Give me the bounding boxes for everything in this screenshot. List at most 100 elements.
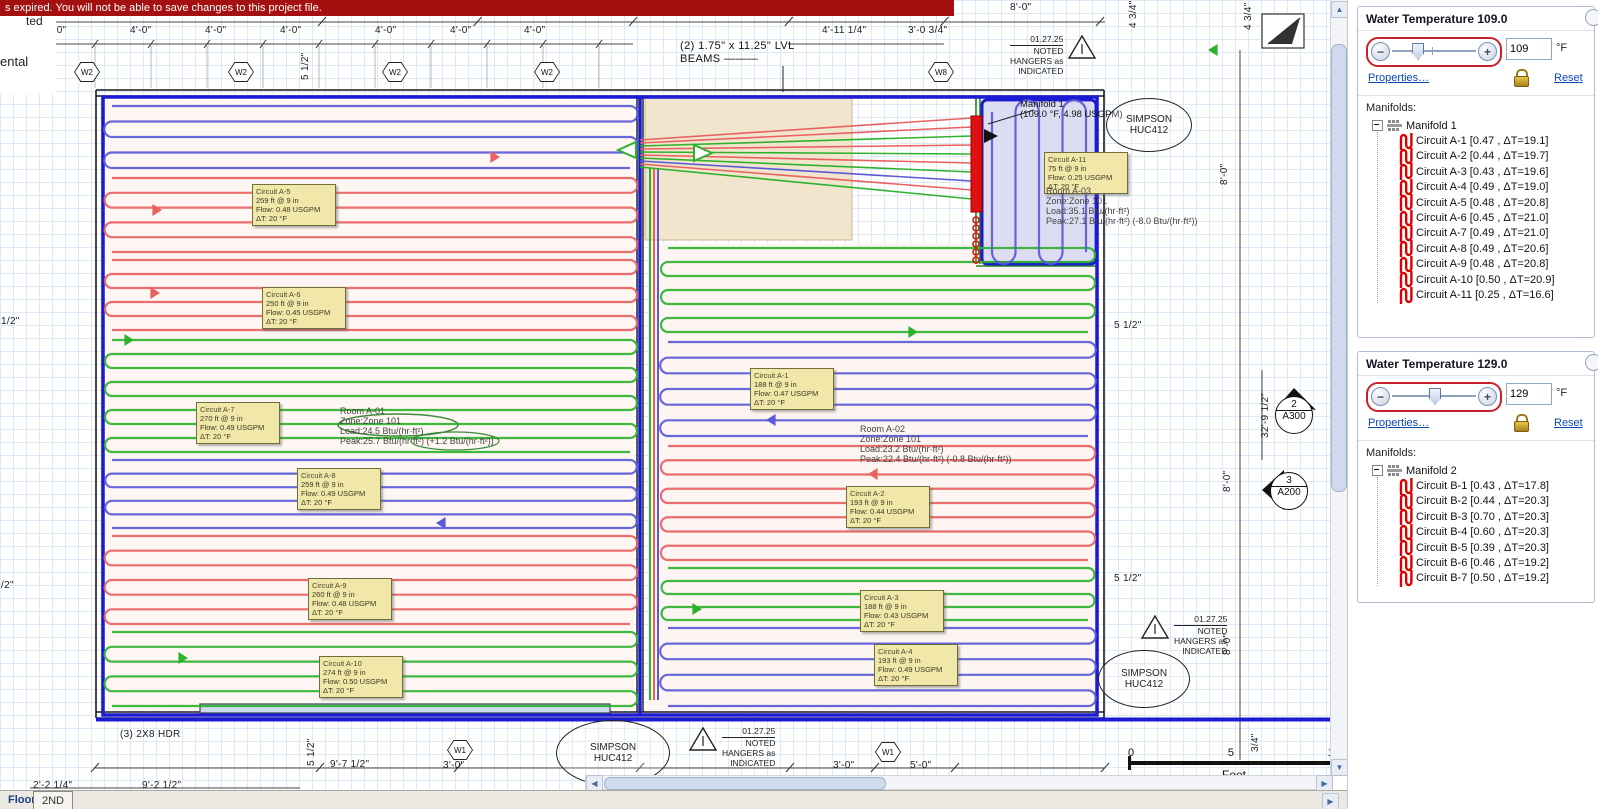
unit-label: °F	[1556, 42, 1568, 54]
drawing-canvas[interactable]: 8'-0"8'-0"8'-0"8'-0"8'-0"4 3/4"4 3/4"4'-…	[0, 0, 1330, 790]
circuit-icon	[1399, 539, 1413, 557]
manifold-node[interactable]: Manifold 1	[1358, 118, 1594, 133]
circuit-node[interactable]: Circuit A-8 [0.49 , ΔT=20.6]	[1358, 240, 1594, 258]
circuit-node[interactable]: Circuit B-1 [0.43 , ΔT=17.8]	[1358, 477, 1594, 495]
circuit-node[interactable]: Circuit A-11 [0.25 , ΔT=16.6]	[1358, 286, 1594, 304]
tab-2nd[interactable]: 2ND	[33, 791, 74, 809]
lock-icon[interactable]	[1514, 414, 1529, 432]
slider-track[interactable]	[1392, 50, 1476, 52]
circuit-icon	[1399, 255, 1413, 273]
slider-thumb[interactable]	[1412, 43, 1425, 60]
scroll-down-button[interactable]: ▼	[1331, 759, 1348, 776]
circuit-node[interactable]: Circuit A-3 [0.43 , ΔT=19.6]	[1358, 163, 1594, 181]
fragment-text: ted	[26, 14, 43, 28]
tree-guide-line	[1377, 130, 1378, 303]
circuit-icon	[1399, 554, 1413, 572]
pin-icon[interactable]	[1585, 354, 1598, 371]
circuit-label: Circuit B-2 [0.44 , ΔT=20.3]	[1416, 495, 1549, 508]
circuit-label: Circuit A-11 [0.25 , ΔT=16.6]	[1416, 288, 1554, 301]
slider-decrease-button[interactable]: −	[1371, 42, 1390, 61]
scroll-up-button[interactable]: ▲	[1331, 1, 1348, 18]
circuit-icon	[1399, 209, 1413, 227]
vertical-scroll-thumb[interactable]	[1331, 44, 1347, 492]
circuit-label: Circuit A-9 [0.48 , ΔT=20.8]	[1416, 258, 1549, 271]
circuit-label: Circuit A-5 [0.48 , ΔT=20.8]	[1416, 196, 1549, 209]
horizontal-scrollbar[interactable]: ◀ ▶	[585, 775, 1333, 792]
circuit-node[interactable]: Circuit A-6 [0.45 , ΔT=21.0]	[1358, 209, 1594, 227]
scale-tick-0: 0	[1128, 747, 1135, 759]
unit-label: °F	[1556, 387, 1568, 399]
manifolds-label: Manifolds:	[1366, 102, 1417, 114]
circuit-node[interactable]: Circuit A-7 [0.49 , ΔT=21.0]	[1358, 224, 1594, 242]
collapse-icon[interactable]	[1372, 120, 1383, 132]
circuit-label: Circuit B-3 [0.70 , ΔT=20.3]	[1416, 510, 1549, 523]
circuit-label: Circuit B-6 [0.46 , ΔT=19.2]	[1416, 557, 1549, 570]
circuit-node[interactable]: Circuit A-1 [0.47 , ΔT=19.1]	[1358, 132, 1594, 150]
circuit-label: Circuit A-6 [0.45 , ΔT=21.0]	[1416, 212, 1549, 225]
circuit-label: Circuit A-3 [0.43 , ΔT=19.6]	[1416, 165, 1549, 178]
temperature-input[interactable]	[1506, 38, 1552, 60]
circuit-label: Circuit B-5 [0.39 , ΔT=20.3]	[1416, 541, 1549, 554]
circuit-node[interactable]: Circuit B-4 [0.60 , ΔT=20.3]	[1358, 523, 1594, 541]
circuit-node[interactable]: Circuit B-2 [0.44 , ΔT=20.3]	[1358, 492, 1594, 510]
section-title: Water Temperature 109.0	[1358, 7, 1594, 31]
circuit-node[interactable]: Circuit B-7 [0.50 , ΔT=19.2]	[1358, 569, 1594, 587]
circuit-icon	[1399, 132, 1413, 150]
fragment-text: ental	[0, 54, 29, 69]
circuit-node[interactable]: Circuit A-4 [0.49 , ΔT=19.0]	[1358, 178, 1594, 196]
slider-increase-button[interactable]: +	[1478, 42, 1497, 61]
lock-icon[interactable]	[1514, 69, 1529, 87]
properties-link[interactable]: Properties…	[1368, 417, 1430, 429]
circuit-node[interactable]: Circuit B-6 [0.46 , ΔT=19.2]	[1358, 554, 1594, 572]
circuit-icon	[1399, 178, 1413, 196]
section-title: Water Temperature 129.0	[1358, 352, 1594, 376]
pin-icon[interactable]	[1585, 9, 1598, 26]
circuit-node[interactable]: Circuit A-9 [0.48 , ΔT=20.8]	[1358, 255, 1594, 273]
tab-floor[interactable]: Floor	[8, 794, 36, 806]
water-temp-section-109: Water Temperature 109.0 − + °F Propertie…	[1357, 6, 1598, 338]
circuit-label: Circuit A-8 [0.49 , ΔT=20.6]	[1416, 242, 1549, 255]
scale-tick-10: 10	[1328, 747, 1330, 759]
circuit-icon	[1399, 240, 1413, 258]
temperature-input[interactable]	[1506, 383, 1552, 405]
tab-scroll-right-button[interactable]: ▶	[1322, 793, 1339, 809]
circuit-node[interactable]: Circuit A-2 [0.44 , ΔT=19.7]	[1358, 147, 1594, 165]
temperature-slider[interactable]: − +	[1366, 37, 1502, 67]
circuit-icon	[1399, 194, 1413, 212]
manifold-node[interactable]: Manifold 2	[1358, 463, 1594, 478]
circuit-icon	[1399, 569, 1413, 587]
horizontal-scroll-thumb[interactable]	[604, 777, 886, 790]
license-expired-banner: s expired. You will not be able to save …	[0, 0, 954, 16]
manifold-icon	[1387, 120, 1402, 132]
circuit-node[interactable]: Circuit A-10 [0.50 , ΔT=20.9]	[1358, 271, 1594, 289]
properties-link[interactable]: Properties…	[1368, 72, 1430, 84]
slider-thumb[interactable]	[1429, 388, 1441, 405]
reset-link[interactable]: Reset	[1554, 417, 1583, 429]
circuit-icon	[1399, 508, 1413, 526]
temperature-slider[interactable]: − +	[1366, 382, 1502, 412]
circuit-node[interactable]: Circuit A-5 [0.48 , ΔT=20.8]	[1358, 194, 1594, 212]
collapse-icon[interactable]	[1372, 465, 1383, 477]
floor-plan-drawing	[30, 13, 1330, 789]
reset-link[interactable]: Reset	[1554, 72, 1583, 84]
circuit-icon	[1399, 477, 1413, 495]
slider-increase-button[interactable]: +	[1478, 387, 1497, 406]
circuit-label: Circuit A-7 [0.49 , ΔT=21.0]	[1416, 227, 1549, 240]
slider-decrease-button[interactable]: −	[1371, 387, 1390, 406]
slider-tick	[1432, 47, 1433, 55]
circuit-node[interactable]: Circuit B-5 [0.39 , ΔT=20.3]	[1358, 539, 1594, 557]
circuit-node[interactable]: Circuit B-3 [0.70 , ΔT=20.3]	[1358, 508, 1594, 526]
